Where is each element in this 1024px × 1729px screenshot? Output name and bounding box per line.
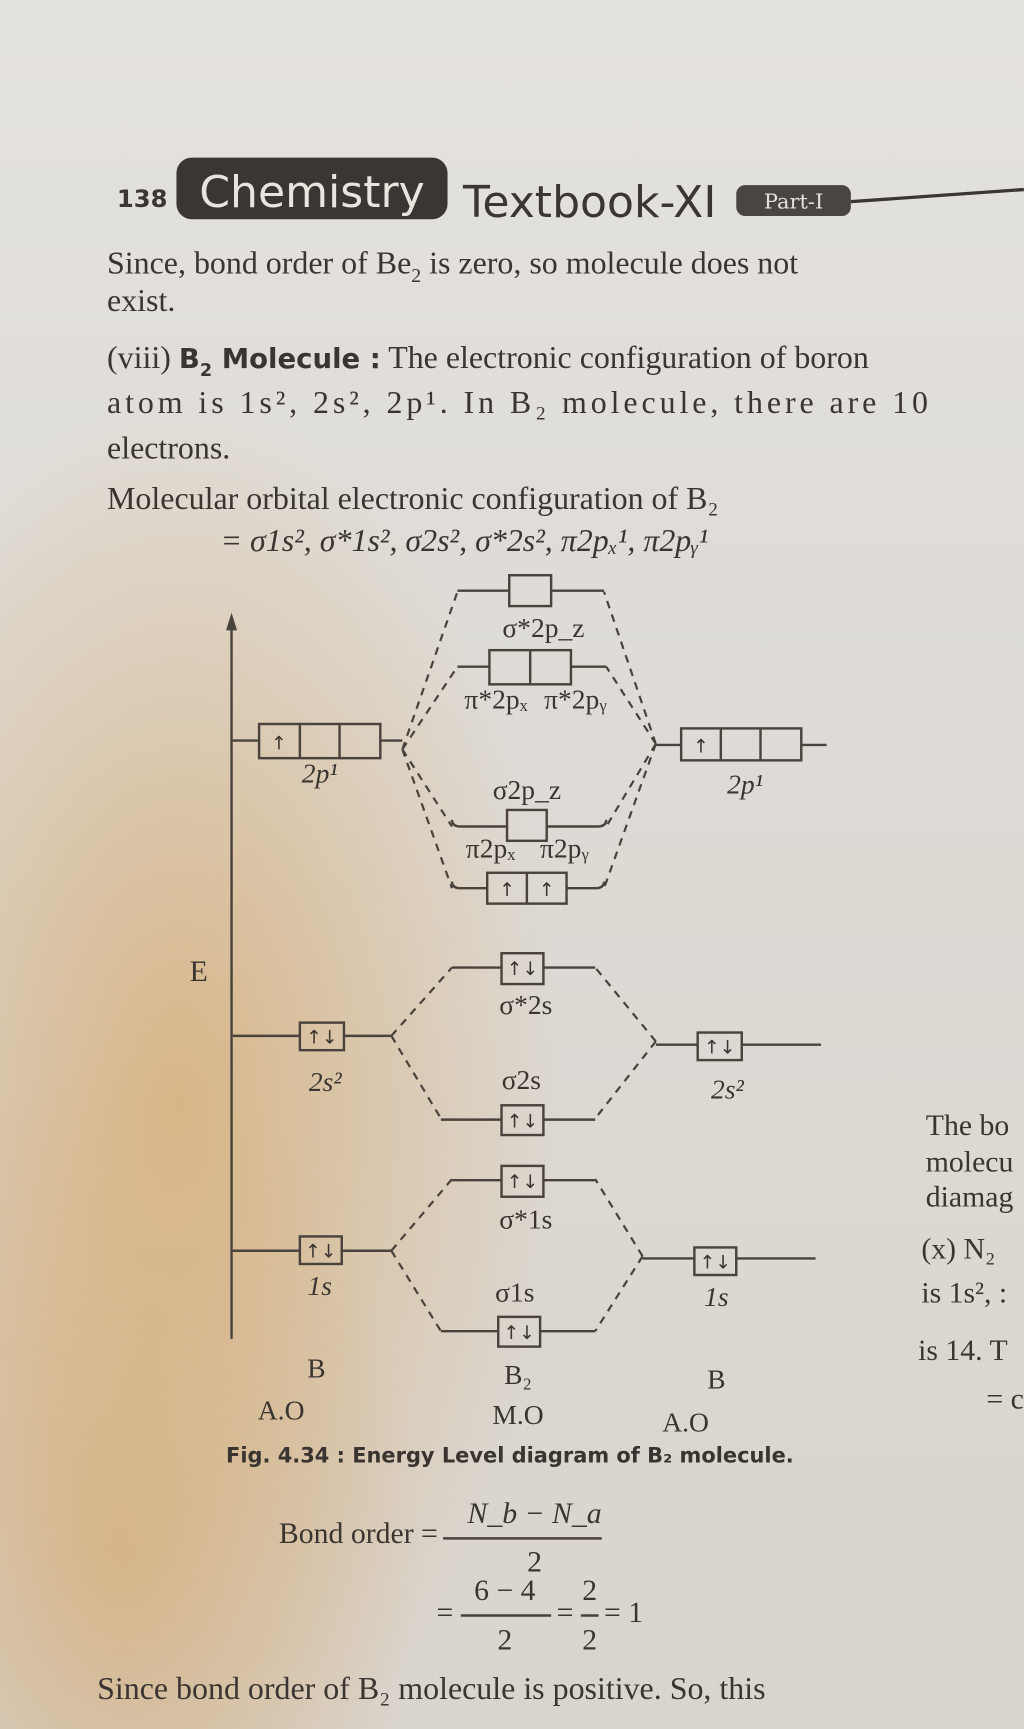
brand-text: Chemistry [199, 167, 424, 218]
mo-sigma-star-2pz-label: σ*2p_z [502, 612, 584, 643]
page-header: 138 Chemistry Textbook-XI Part-I [117, 157, 1024, 228]
right-ao-label: A.O [662, 1406, 709, 1437]
right-column-line: molecu [926, 1145, 1014, 1178]
mo-label: M.O [492, 1399, 543, 1430]
electron-pair-icon: ↑↓ [700, 1252, 731, 1273]
bond-order-denominator: 2 [527, 1545, 542, 1578]
mo-sigma-star-1s-box [500, 1164, 545, 1198]
electron-pair-icon: ↑↓ [306, 1028, 337, 1049]
step3-numerator: 2 [582, 1574, 597, 1607]
electron-pair-icon: ↑↓ [305, 1241, 336, 1262]
left-atom-name: B [307, 1352, 325, 1383]
right-2s-box [696, 1031, 743, 1062]
step2-numerator: 6 − 4 [474, 1574, 536, 1607]
mo-sigma-star-2s-box [500, 951, 545, 986]
axis-arrow-icon [226, 612, 238, 631]
header-rule [850, 187, 1024, 204]
right-1s-label: 1s [704, 1281, 728, 1312]
electron-up-icon: ↑ [693, 737, 709, 758]
right-2p-label: 2p¹ [727, 768, 763, 799]
right-column-line: = c [986, 1382, 1023, 1415]
book-title: Textbook-XI [462, 177, 716, 228]
left-2p-box [257, 722, 382, 760]
electron-pair-icon: ↑↓ [507, 959, 538, 980]
left-1s-label: 1s [307, 1270, 331, 1301]
electron-up-icon: ↑ [499, 880, 515, 901]
para2-line2: atom is 1s², 2s², 2p¹. In B₂ molecule, t… [107, 385, 928, 420]
left-2s-box [298, 1021, 346, 1052]
right-column-line: is 1s², : [921, 1277, 1007, 1310]
right-column-line: diamag [926, 1181, 1014, 1214]
molecule-name: B₂ [504, 1359, 532, 1390]
page-number: 138 [117, 184, 168, 213]
right-atom-name: B [707, 1363, 725, 1394]
step2-denominator: 2 [497, 1624, 512, 1657]
mo-sigma-2s-label: σ2s [502, 1064, 541, 1095]
left-2s-label: 2s² [309, 1066, 342, 1097]
para2-line1: (viii) B2 Molecule : The electronic conf… [107, 340, 869, 381]
conclusion-text: Since bond order of B₂ molecule is posit… [97, 1671, 765, 1706]
axis-label: E [190, 955, 208, 988]
right-atom-orbitals: ↑ 2p¹ ↑↓ 2s² ↑↓ 1s [642, 727, 827, 1312]
para2-line3: electrons. [107, 430, 230, 465]
energy-level-diagram: E ↑ 2p¹ ↑↓ 2s² ↑↓ 1s [190, 574, 827, 1467]
mo-sigma-2pz-box [505, 808, 548, 843]
electron-pair-icon: ↑↓ [704, 1037, 735, 1058]
brand-badge [176, 157, 448, 220]
left-ao-label: A.O [258, 1394, 305, 1425]
mo-sigma-1s-label: σ1s [495, 1276, 534, 1307]
right-1s-box [693, 1246, 738, 1277]
mo-sigma-2s-box [500, 1104, 545, 1137]
step3-denominator: 2 [582, 1624, 597, 1657]
mo-pi-star-2py-label: π*2pᵧ [544, 684, 607, 715]
figure-caption: Fig. 4.34 : Energy Level diagram of B₂ m… [226, 1443, 794, 1467]
part-badge [736, 185, 851, 216]
para3-line1: Molecular orbital electronic configurati… [107, 481, 719, 516]
right-column-line: (x) N₂ [921, 1232, 995, 1265]
electron-pair-icon: ↑↓ [507, 1172, 538, 1193]
electron-up-icon: ↑ [539, 880, 555, 901]
mo-sigma-star-2pz-box [508, 574, 553, 608]
molecular-orbitals: σ*2p_z π*2pₓ π*2pᵧ σ2p_z π2pₓ π2pᵧ ↑ ↑ ↑… [440, 574, 608, 1348]
part-badge-text: Part-I [764, 189, 823, 213]
equals-sign: = [437, 1596, 454, 1629]
bond-order-equation: Bond order = N_b − N_a 2 = 6 − 4 2 = 2 2… [279, 1497, 643, 1657]
right-2p-box [679, 727, 803, 762]
bond-order-result: = 1 [604, 1596, 643, 1629]
mo-sigma-star-1s-label: σ*1s [499, 1204, 552, 1235]
correlation-lines [390, 591, 657, 1332]
right-2s-label: 2s² [711, 1074, 744, 1105]
mo-configuration: = σ1s², σ*1s², σ2s², σ*2s², π2pₓ¹, π2pᵧ¹ [221, 523, 709, 558]
para1-line1: Since, bond order of Be2 is zero, so mol… [107, 245, 798, 287]
electron-up-icon: ↑ [271, 733, 287, 754]
bond-order-lhs: Bond order = [279, 1517, 438, 1550]
left-atom-orbitals: ↑ 2p¹ ↑↓ 2s² ↑↓ 1s [232, 722, 403, 1301]
left-2p-label: 2p¹ [302, 757, 338, 788]
mo-pi-star-2px-label: π*2pₓ [464, 684, 527, 715]
electron-pair-icon: ↑↓ [503, 1323, 534, 1344]
mo-sigma-2pz-label: σ2p_z [493, 774, 561, 805]
mo-sigma-star-2s-label: σ*2s [499, 989, 552, 1020]
mo-pi-2px-label: π2pₓ [466, 832, 515, 863]
equals-sign: = [557, 1596, 574, 1629]
para1-line2: exist. [107, 283, 175, 318]
right-column-line: The bo [926, 1109, 1009, 1142]
mo-sigma-1s-box [497, 1315, 542, 1348]
left-1s-box [298, 1235, 343, 1266]
mo-pi-2py-label: π2pᵧ [540, 832, 589, 863]
bond-order-numerator: N_b − N_a [467, 1497, 602, 1530]
right-column-text: The bo molecu diamag (x) N₂ is 1s², : is… [918, 1109, 1024, 1415]
electron-pair-icon: ↑↓ [507, 1111, 538, 1132]
right-column-line: is 14. T [918, 1334, 1008, 1367]
